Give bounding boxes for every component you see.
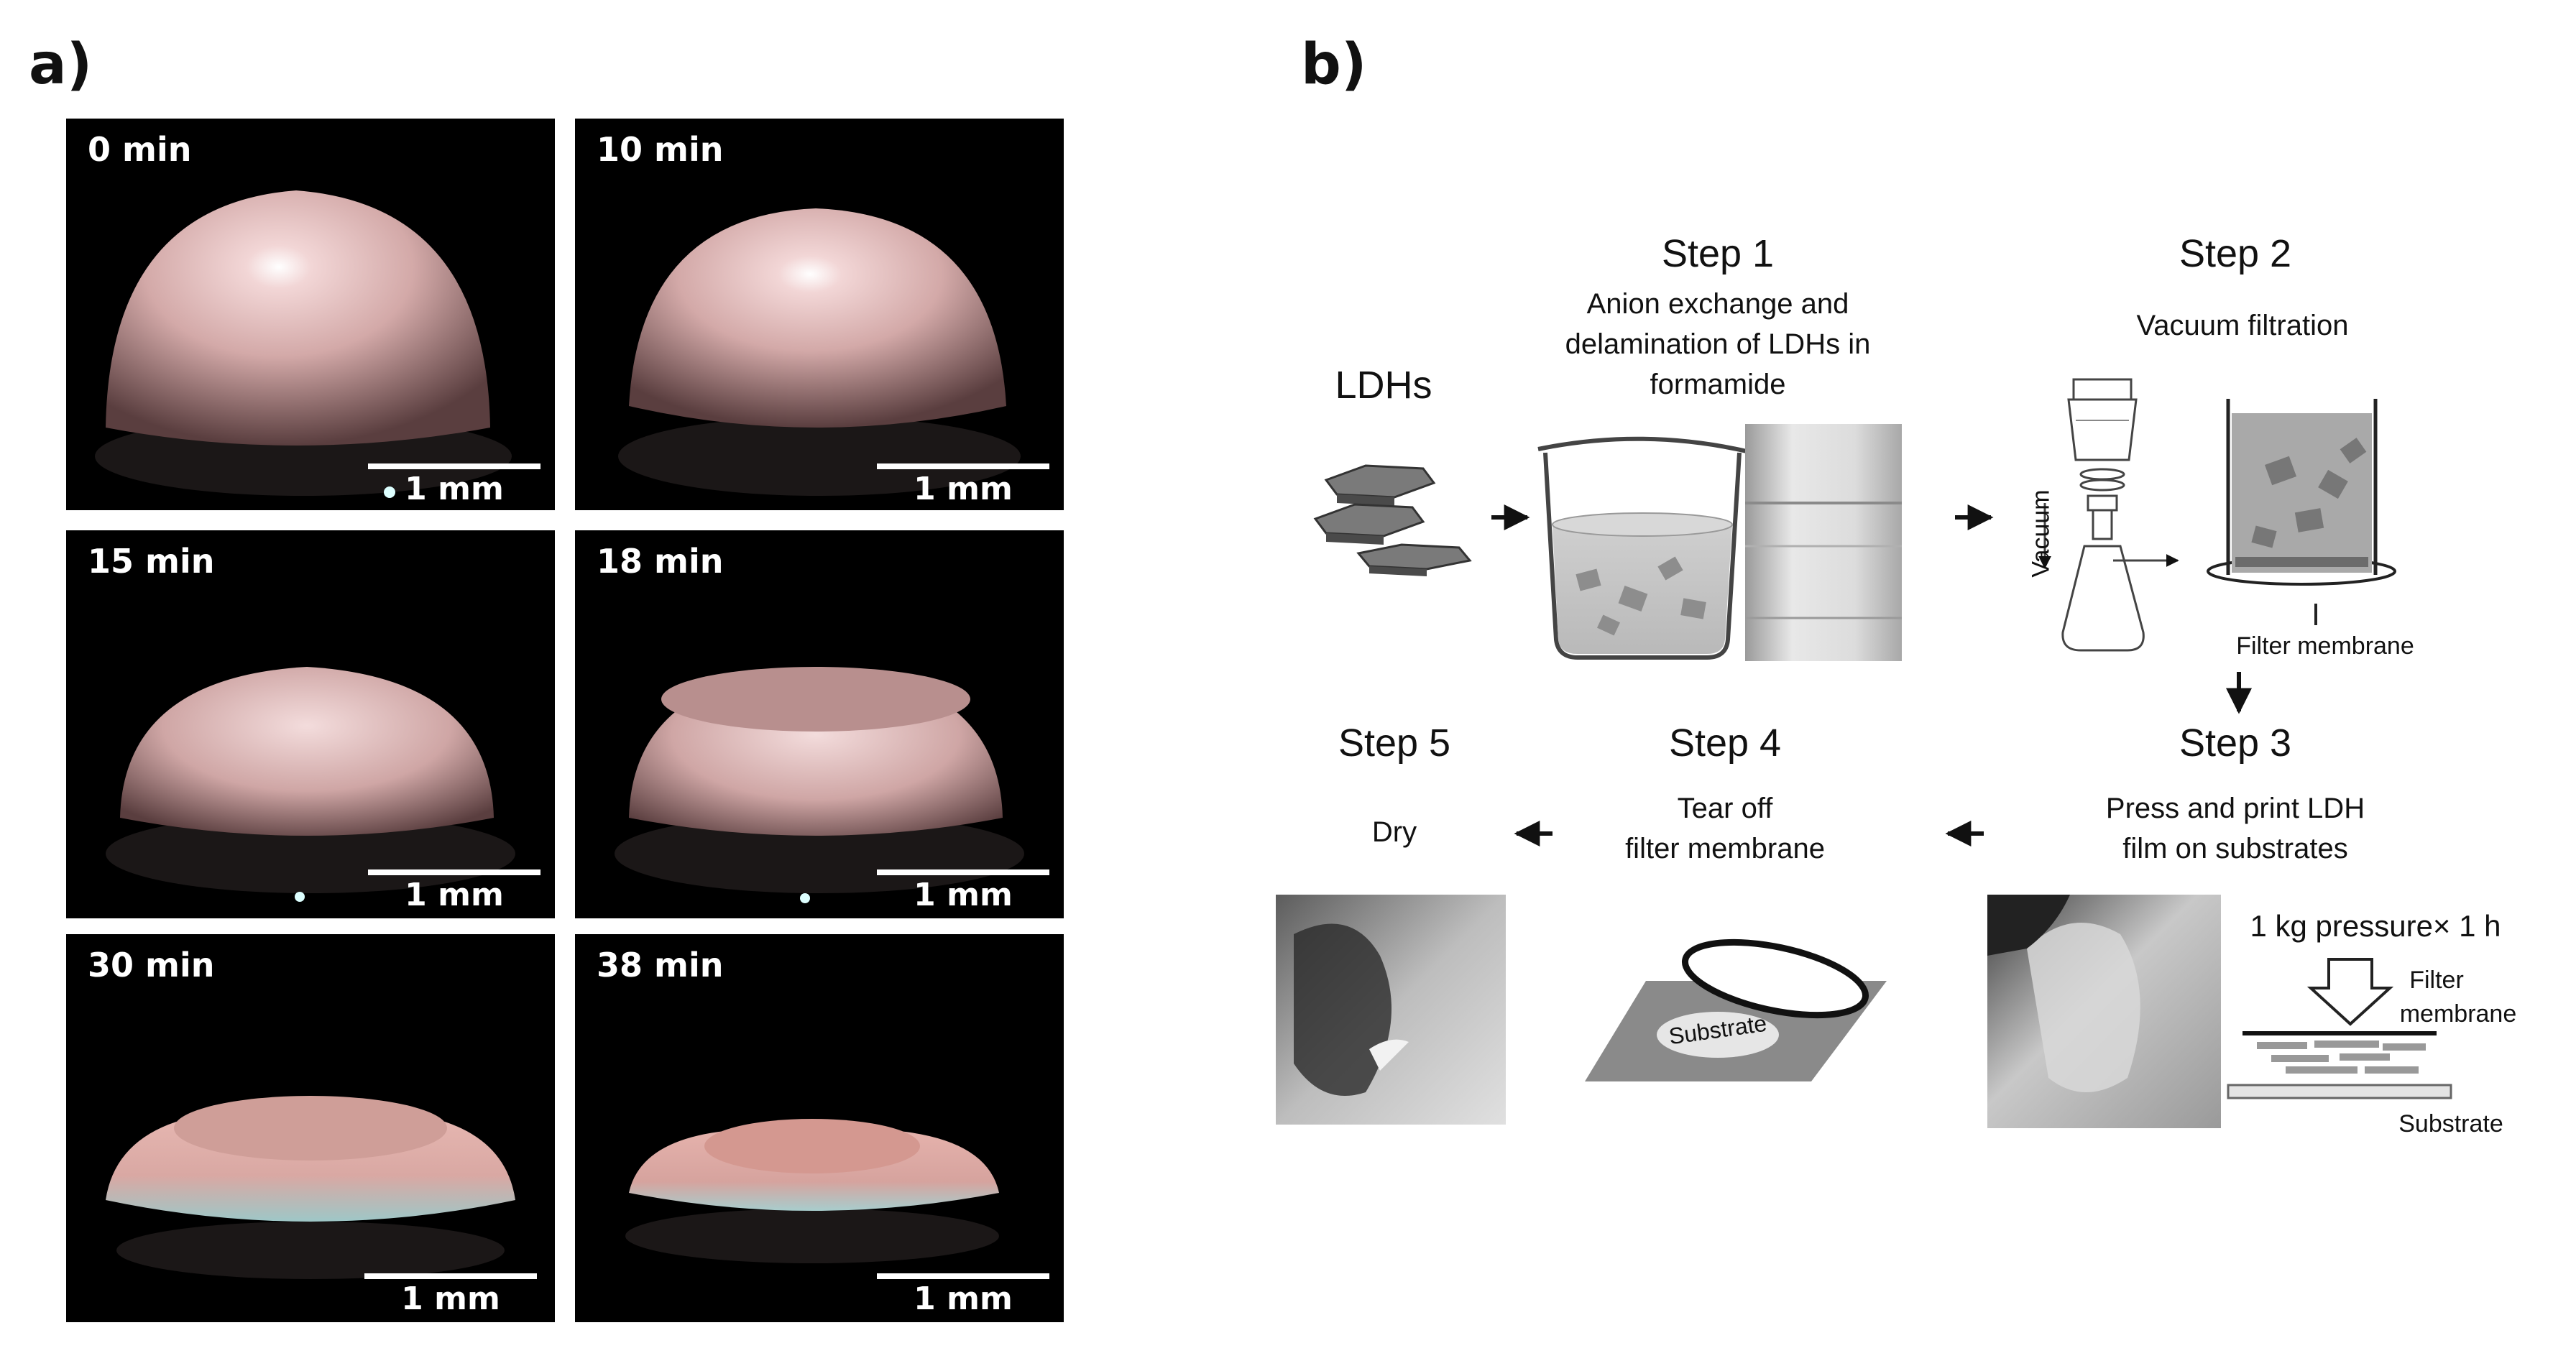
time-label-18min: 18 min <box>597 542 724 581</box>
step2-desc: Vacuum filtration <box>2136 310 2349 341</box>
photo-10min: 10 min 1 mm <box>575 119 1064 510</box>
pressure-filter-label-line2: membrane <box>2399 1000 2517 1028</box>
step1-desc-line2: delamination of LDHs in <box>1565 328 1871 360</box>
photo-18min: 18 min 1 mm <box>575 530 1064 918</box>
step3-desc-line1: Press and print LDH <box>2105 793 2365 824</box>
scalebar-10min: 1 mm <box>877 463 1049 507</box>
droplet-18min <box>615 667 1024 903</box>
pressure-label: 1 kg pressure× 1 h <box>2250 909 2501 943</box>
step2-title: Step 2 <box>2179 232 2292 275</box>
ldh-platelets-icon <box>1313 464 1472 576</box>
scalebar-18min: 1 mm <box>877 869 1049 913</box>
time-label-0min: 0 min <box>88 130 192 169</box>
step4-desc-line1: Tear off <box>1677 793 1773 824</box>
dried-film-photo <box>1276 895 1506 1125</box>
press-print-photo <box>1987 895 2221 1128</box>
scalebar-0min: 1 mm <box>368 463 540 507</box>
beaker-icon <box>1537 436 1747 660</box>
photo-38min: 38 min 1 mm <box>575 934 1064 1322</box>
step3-desc-line2: film on substrates <box>2122 833 2348 864</box>
step1-desc-line1: Anion exchange and <box>1586 288 1849 320</box>
scalebar-15min: 1 mm <box>368 869 540 913</box>
time-label-38min: 38 min <box>597 946 724 984</box>
time-label-15min: 15 min <box>88 542 215 581</box>
pressure-substrate-label: Substrate <box>2398 1110 2503 1138</box>
panel-a-label: a) <box>29 32 93 97</box>
vial-photo <box>1745 424 1902 661</box>
step5-title: Step 5 <box>1338 721 1451 765</box>
panel-b-label: b) <box>1301 32 1367 97</box>
scalebar-label: 1 mm <box>914 1281 1013 1317</box>
step4-title: Step 4 <box>1668 721 1782 765</box>
step1-title: Step 1 <box>1661 232 1775 275</box>
filtration-beaker-icon <box>2207 399 2396 625</box>
photo-30min: 30 min 1 mm <box>66 934 555 1322</box>
step1-desc-line3: formamide <box>1650 369 1786 400</box>
scalebar-label: 1 mm <box>405 877 504 913</box>
step5-desc: Dry <box>1371 816 1417 848</box>
photo-0min: 0 min 1 mm <box>66 119 555 510</box>
scalebar-30min: 1 mm <box>364 1273 537 1317</box>
scalebar-label: 1 mm <box>401 1281 500 1317</box>
vacuum-label: Vacuum <box>2027 489 2055 578</box>
scalebar-label: 1 mm <box>914 471 1013 507</box>
step3-title: Step 3 <box>2179 721 2292 765</box>
droplet-38min <box>625 1119 999 1263</box>
scalebar-38min: 1 mm <box>877 1273 1049 1317</box>
vacuum-filtration-apparatus-icon <box>2038 378 2179 652</box>
droplet-30min <box>106 1096 515 1279</box>
time-label-30min: 30 min <box>88 946 215 984</box>
pressure-diagram-icon <box>2227 958 2452 1099</box>
droplet-0min <box>95 190 512 498</box>
step4-desc-line2: filter membrane <box>1625 833 1825 864</box>
droplet-10min <box>618 208 1021 496</box>
filter-membrane-label: Filter membrane <box>2236 632 2414 660</box>
ldhs-label: LDHs <box>1335 364 1432 407</box>
photo-15min: 15 min 1 mm <box>66 530 555 918</box>
time-label-10min: 10 min <box>597 130 724 169</box>
scalebar-label: 1 mm <box>405 471 504 507</box>
pressure-filter-label-line1: Filter <box>2409 966 2464 994</box>
tear-off-diagram-icon <box>1585 938 1887 1081</box>
scalebar-label: 1 mm <box>914 877 1013 913</box>
